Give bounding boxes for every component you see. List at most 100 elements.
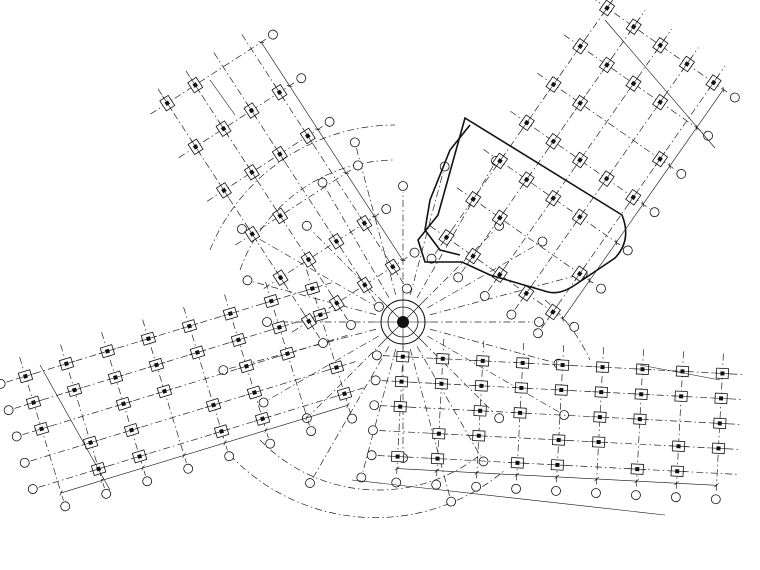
tie-beam-mark (335, 390, 354, 397)
radial-spoke (310, 341, 384, 415)
radial-bubble-circle (258, 397, 269, 408)
grid-bubble (268, 29, 278, 40)
grid-bubble (710, 494, 721, 505)
grid-bubble (0, 378, 6, 389)
tie-beam-mark (303, 313, 315, 329)
grid-bubble-circle (596, 283, 606, 294)
grid-bubble (569, 321, 580, 332)
tie-beam-mark (303, 285, 322, 292)
tie-beam-mark (155, 388, 174, 395)
grid-bubble (649, 207, 660, 218)
radial-spoke (325, 187, 390, 298)
radial-grid-bubble (356, 472, 367, 483)
tie-beam-mark (331, 233, 342, 250)
tie-beam-mark (552, 389, 571, 391)
tie-beam-mark (467, 191, 479, 207)
radial-grid-bubble (218, 365, 229, 376)
grid-bubble-circle (369, 400, 380, 411)
grid-bubble-circle (479, 291, 490, 301)
tie-beam-mark (574, 38, 586, 54)
dimension-tick (223, 440, 227, 446)
grid-axis-col (510, 110, 650, 210)
grid-bubble-circle (3, 405, 14, 416)
grid-bubble (622, 245, 633, 256)
radial-grid-bubble (305, 478, 315, 488)
radial-spoke (427, 244, 538, 309)
grid-bubble-circle (676, 169, 687, 179)
outline-inner-wall (424, 124, 471, 256)
dimension-tick (514, 472, 520, 477)
radial-grid-bubble (494, 413, 505, 424)
dimension-tick (642, 201, 644, 208)
grid-bubble-circle (19, 457, 30, 468)
radial-bubble-circle (262, 317, 272, 327)
tie-beam-mark (98, 348, 117, 355)
grid-bubble (506, 309, 517, 320)
radial-spoke (409, 172, 444, 296)
radial-spoke (312, 346, 390, 479)
dimension-chain (260, 42, 404, 261)
dimension-tick (264, 427, 268, 433)
tie-beam-mark (513, 362, 532, 364)
tie-beam-mark (553, 364, 572, 366)
grid-axis-col (150, 37, 269, 115)
dimension-tick (286, 84, 293, 87)
tie-beam-mark (708, 75, 719, 91)
grid-bubble (369, 400, 380, 411)
grid-bubble-circle (224, 451, 235, 462)
tie-beam-mark (494, 153, 506, 169)
tie-beam-mark (81, 439, 100, 446)
radial-bubble-circle (301, 220, 312, 231)
tie-beam-mark (712, 397, 731, 400)
grid-bubble (676, 169, 687, 179)
grid-bubble-circle (401, 283, 412, 294)
grid-bubble (391, 477, 402, 488)
tie-beam-mark (218, 120, 229, 137)
dimension-tick (141, 465, 145, 471)
grid-axis-col (483, 149, 624, 248)
radial-bubble-circle (534, 317, 544, 327)
tie-beam-mark (270, 324, 289, 331)
grid-bubble-circle (453, 272, 464, 283)
radial-spoke (268, 335, 379, 400)
tie-beam-mark (162, 95, 173, 111)
grid-axis-row (184, 68, 349, 321)
tie-beam-mark (574, 95, 586, 111)
grid-bubble-circle (374, 301, 384, 312)
tie-beam-mark (327, 364, 346, 371)
tie-beam-mark (521, 172, 533, 188)
grid-axis-col (590, 0, 731, 95)
grid-bubble (703, 130, 713, 141)
dimension-tick (714, 483, 719, 488)
radial-spoke (429, 275, 577, 316)
tie-beam-mark (710, 422, 729, 425)
radial-grid-bubble (534, 317, 544, 327)
dimension-tick (346, 402, 350, 408)
grid-bubble-circle (710, 494, 721, 505)
tie-beam-mark (593, 366, 612, 368)
grid-bubble (511, 483, 521, 494)
tie-beam-mark (633, 368, 652, 371)
dimension-tick (371, 215, 378, 218)
tie-beam-mark (392, 380, 411, 383)
northwest-wing (150, 29, 420, 348)
radial-bubble-circle (446, 496, 457, 507)
grid-bubble (27, 484, 38, 494)
tie-beam-mark (274, 146, 285, 162)
tie-beam-mark (574, 266, 586, 282)
radial-grid-bubble (301, 220, 312, 231)
arc-south (229, 454, 506, 519)
grid-bubble (431, 479, 442, 490)
tie-beam-mark (654, 94, 666, 110)
arc-middle (239, 159, 396, 271)
grid-axis-col (235, 168, 354, 246)
dimension-tick (343, 172, 349, 174)
grid-bubble-circle (729, 92, 740, 103)
tie-beam-mark (473, 360, 492, 362)
tie-beam-mark (549, 439, 568, 441)
tie-beam-mark (441, 229, 452, 245)
radial-spoke (362, 348, 397, 472)
tie-beam-mark (628, 76, 639, 92)
tie-beam-mark (311, 311, 330, 318)
dim-line-west (39, 364, 111, 491)
